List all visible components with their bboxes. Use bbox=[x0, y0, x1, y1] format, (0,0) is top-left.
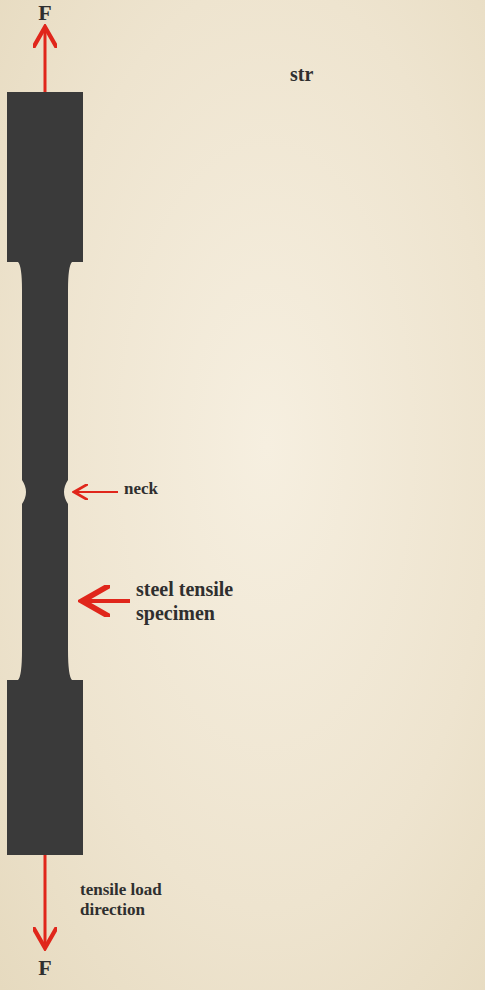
part-label: steel tensile specimen bbox=[136, 577, 286, 625]
direction-label: tensile load direction bbox=[80, 880, 205, 921]
part-label: neck bbox=[124, 479, 158, 499]
neck-pointer bbox=[76, 491, 118, 493]
load-arrow-top bbox=[44, 30, 47, 92]
load-arrow-bottom bbox=[44, 855, 47, 945]
specimen-body bbox=[7, 92, 83, 855]
specimen-pointer bbox=[86, 599, 130, 603]
force-label: F bbox=[38, 0, 51, 26]
partial-heading: str bbox=[290, 62, 313, 86]
force-label: F bbox=[38, 955, 51, 981]
